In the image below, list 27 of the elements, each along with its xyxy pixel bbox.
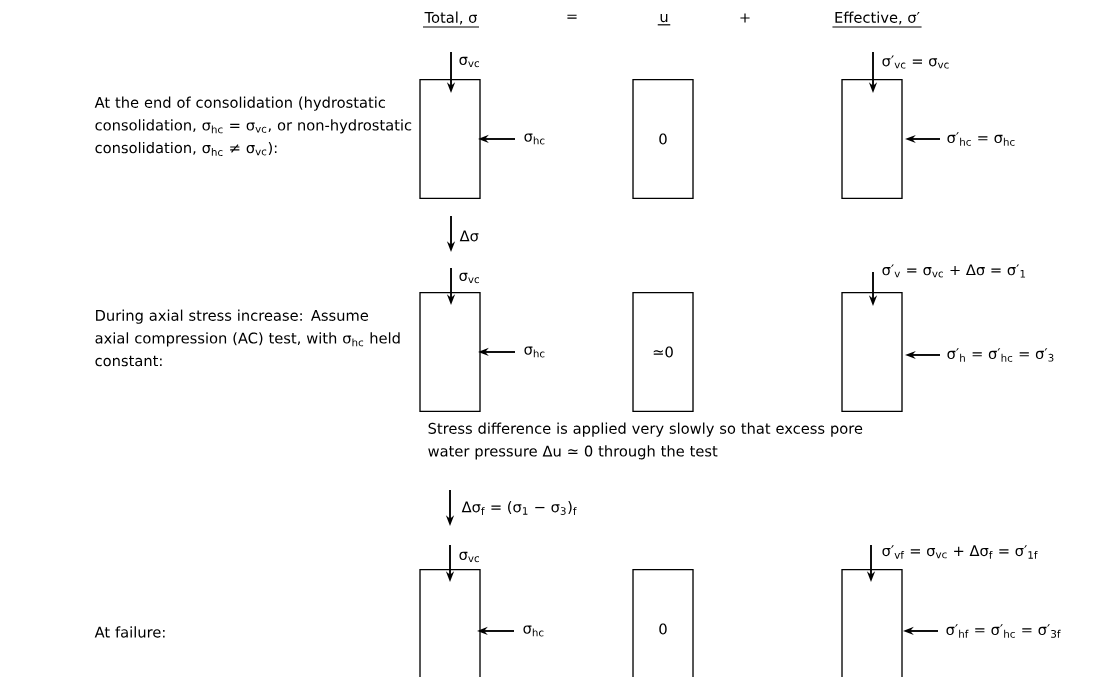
stage-description: At the end of consolidation (hydrostatic consolidation, σ$_{hc}$ = σ$_{vc}$, or non-hydrostatic consolidation, σ$_{hc}$ ≠ σ$_{vc}$): bbox=[94, 96, 412, 156]
stage-description: During axial stress increase: Assume axial compression (AC) test, with σ$_{hc}$ held constant: bbox=[95, 309, 400, 367]
soil-element-box bbox=[419, 292, 481, 412]
pore-pressure-box: 0 bbox=[632, 569, 694, 677]
pore-pressure-box: ≃0 bbox=[632, 292, 694, 412]
stress-label: Δσ bbox=[459, 230, 479, 242]
stress-label: σ$_{hc}$ bbox=[524, 133, 545, 145]
stage-description: At failure: bbox=[94, 626, 165, 638]
stress-label: Δσ$_{f}$ = (σ$_{1}$ − σ$_{3}$)$_{f}$ bbox=[461, 501, 577, 515]
stress-label: + bbox=[740, 13, 750, 23]
stress-label: σ′$_{h}$ = σ′$_{hc}$ = σ′$_{3}$ bbox=[947, 348, 1054, 362]
soil-element-box bbox=[841, 292, 903, 412]
soil-element-box bbox=[419, 79, 481, 199]
soil-element-box bbox=[841, 569, 903, 677]
column-heading: u bbox=[657, 13, 671, 26]
stress-label: = bbox=[567, 14, 577, 19]
note-text: Stress difference is applied very slowly so that excess pore water pressure Δu ≃ 0 through the test bbox=[428, 422, 863, 460]
column-heading: Total, σ bbox=[422, 11, 480, 28]
column-heading: Effective, σ′ bbox=[831, 11, 923, 28]
stress-label: σ′$_{hc}$ = σ$_{hc}$ bbox=[947, 132, 1015, 146]
stress-label: σ$_{hc}$ bbox=[523, 625, 544, 637]
stress-label: σ′$_{hf}$ = σ′$_{hc}$ = σ′$_{3f}$ bbox=[946, 624, 1061, 638]
stress-label: σ$_{hc}$ bbox=[524, 346, 545, 358]
soil-element-box bbox=[841, 79, 903, 199]
stress-label: σ′$_{vc}$ = σ$_{vc}$ bbox=[882, 55, 949, 69]
pore-pressure-box: 0 bbox=[632, 79, 694, 199]
soil-element-box bbox=[419, 569, 481, 677]
